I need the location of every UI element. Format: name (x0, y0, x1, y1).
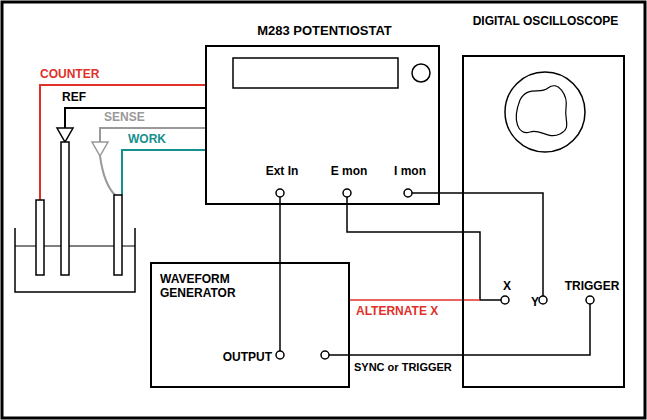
terminal-label: OUTPUT (212, 350, 272, 364)
internal-wire (462, 299, 480, 301)
wire-label: SYNC or TRIGGER (354, 360, 452, 374)
internal-wire (280, 262, 350, 355)
oscilloscope-box: DIGITAL OSCILLOSCOPEXYTRIGGER (462, 55, 625, 388)
terminal-label: X (499, 279, 515, 293)
display (233, 58, 398, 88)
signal-wire (350, 354, 462, 356)
electrode-label: SENSE (104, 110, 145, 124)
potentiostat-box: M283 POTENTIOSTATExt InE monI mon (205, 45, 440, 205)
work-lead (122, 150, 205, 195)
instrument-title: DIGITAL OSCILLOSCOPE (464, 14, 627, 28)
knob (412, 64, 430, 82)
sense-wire (100, 156, 116, 196)
terminal (586, 296, 594, 304)
lissajous-trace (516, 86, 566, 136)
electrode-label: COUNTER (40, 67, 99, 81)
reference-electrode (61, 142, 69, 275)
terminal (539, 296, 547, 304)
terminal (276, 189, 284, 197)
signal-wire (440, 192, 462, 194)
scope-screen (505, 72, 585, 152)
electrode-label: WORK (128, 132, 166, 146)
wire-label: ALTERNATE X (356, 304, 438, 318)
instrument-title: M283 POTENTIOSTAT (207, 24, 442, 38)
terminal (501, 296, 509, 304)
electrode-label: REF (62, 90, 86, 104)
terminal-label: I mon (380, 164, 440, 178)
ref-funnel (57, 128, 73, 142)
internal-wire (462, 193, 590, 355)
terminal-label: Y (523, 295, 539, 309)
instrument-title: WAVEFORM GENERATOR (160, 272, 260, 300)
terminal-label: E mon (314, 164, 384, 178)
counter-electrode (36, 200, 44, 275)
signal-wire (279, 205, 281, 262)
terminal (321, 351, 329, 359)
waveform-generator-box: WAVEFORM GENERATOR OUTPUT (150, 262, 350, 388)
terminal (404, 189, 412, 197)
sense-clip (92, 142, 108, 156)
terminal (343, 189, 351, 197)
signal-wire (350, 299, 462, 301)
ref-lead (65, 108, 205, 128)
working-electrode (114, 195, 122, 275)
terminal-label: Ext In (252, 164, 312, 178)
terminal-label: TRIGGER (560, 279, 624, 293)
terminal (276, 351, 284, 359)
signal-wire (347, 205, 462, 232)
